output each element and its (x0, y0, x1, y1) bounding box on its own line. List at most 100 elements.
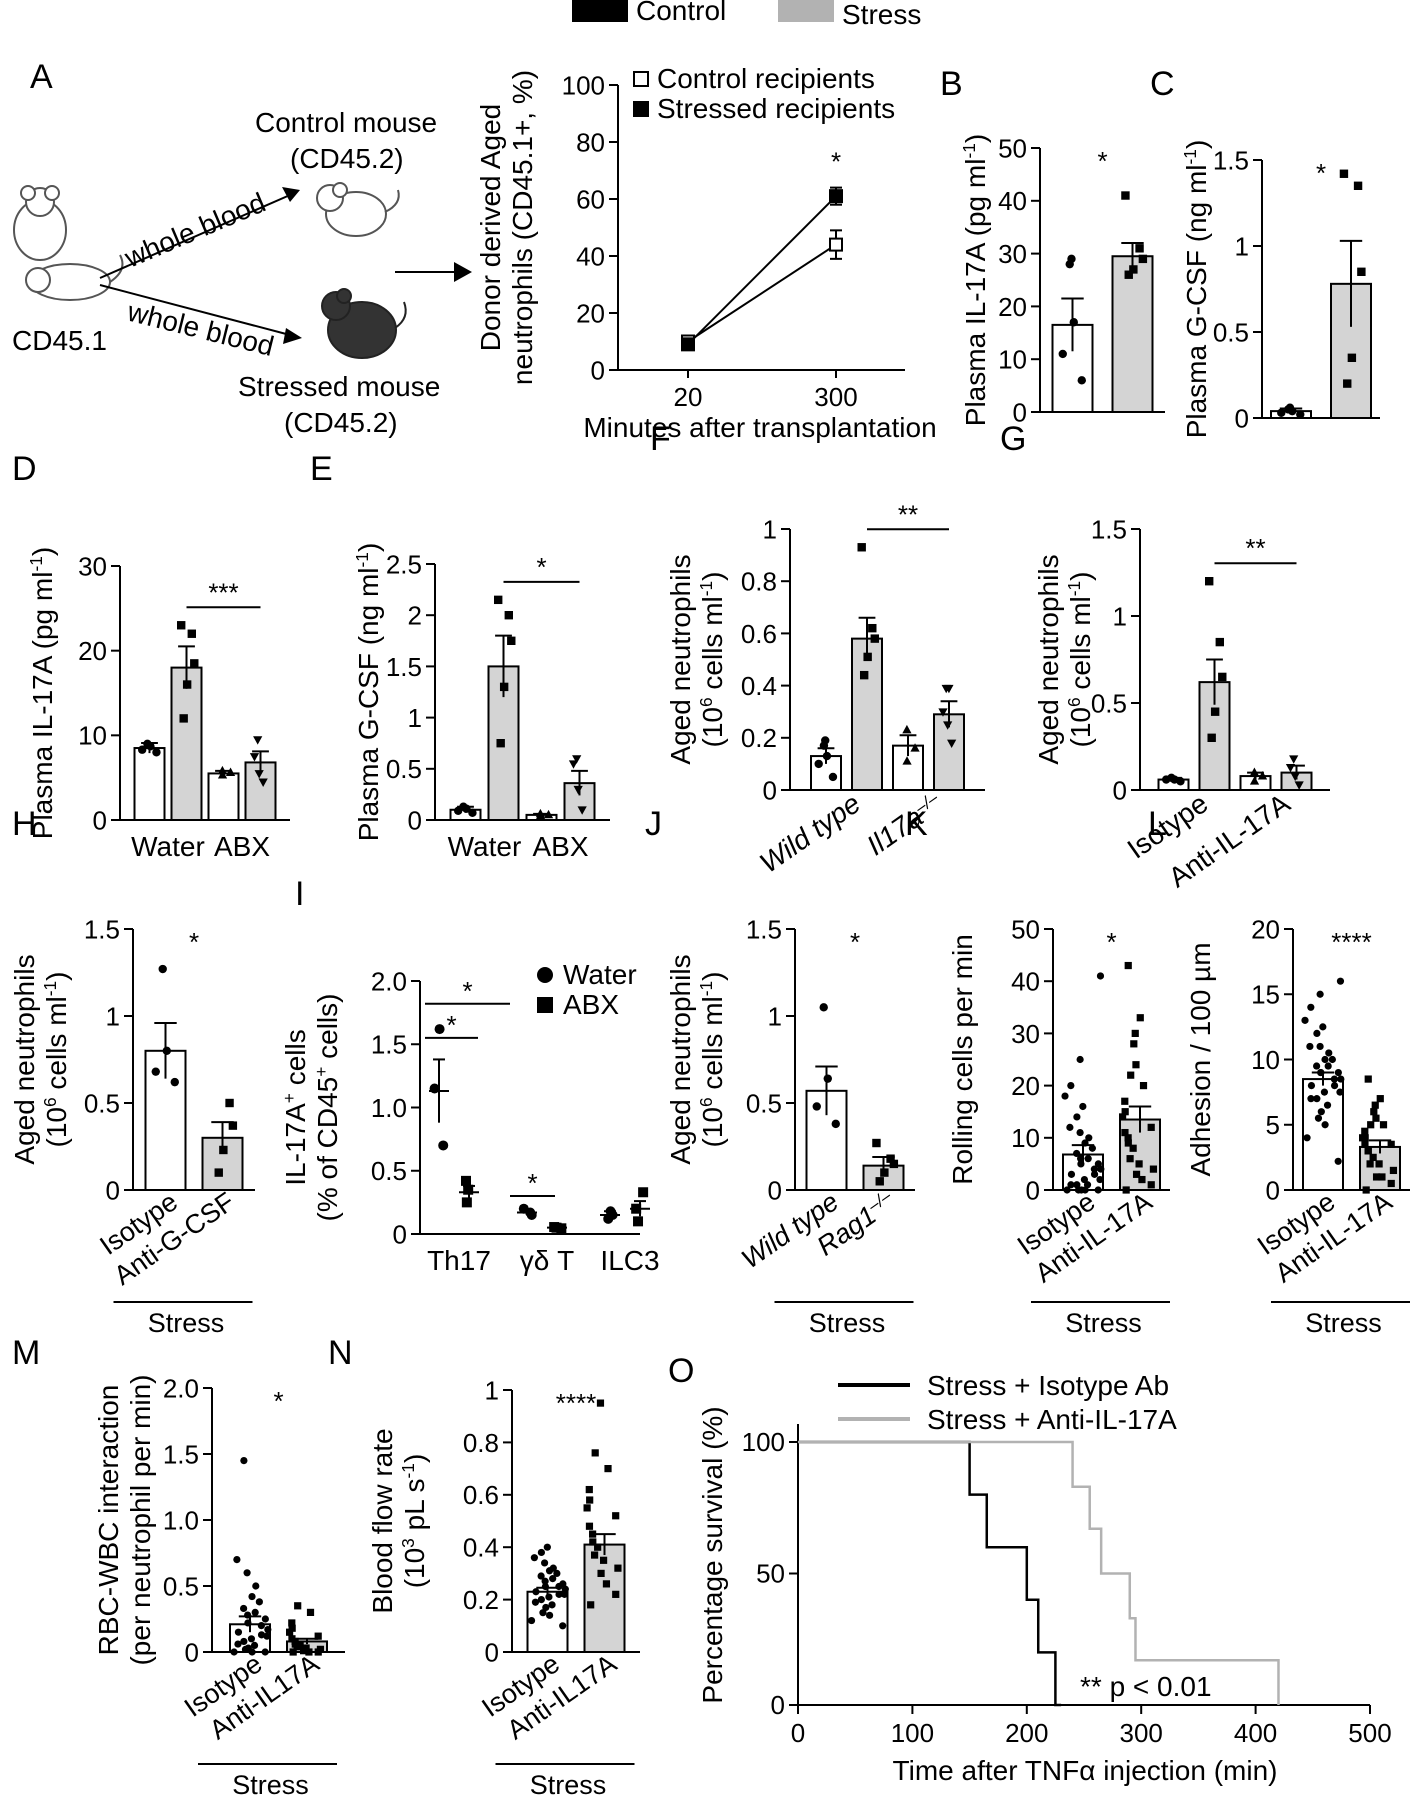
y-axis-title-part-2: ) (353, 543, 384, 552)
y-axis-title-part-1: 3 (398, 1538, 418, 1548)
y-tick-label: 30 (998, 239, 1027, 269)
data-point (217, 765, 228, 775)
data-point (872, 1138, 881, 1148)
data-point (596, 1399, 605, 1407)
data-point (537, 1572, 545, 1580)
data-point (589, 1538, 597, 1546)
data-point (1084, 1155, 1092, 1163)
chart-panel-i: IIL-17A+ cells(% of CD45+ cells)00.51.01… (279, 875, 660, 1276)
data-point (943, 721, 953, 730)
bar (133, 747, 166, 821)
data-point (559, 1580, 567, 1588)
data-point (316, 1645, 325, 1653)
y-axis-title-line-1: (106 cells ml-1) (40, 971, 72, 1147)
arrowhead-chart-icon (454, 262, 472, 282)
y-tick-label: 0.6 (741, 619, 777, 649)
data-point (594, 1543, 602, 1551)
data-point (1307, 1003, 1315, 1011)
legend-swatch-control (572, 0, 628, 22)
y-tick-label: 0 (393, 1219, 407, 1249)
data-point (244, 1611, 252, 1619)
panel-label: E (310, 450, 333, 488)
data-point (187, 629, 196, 638)
data-point (1138, 254, 1148, 264)
y-axis-title-part-0: Plasma IL-17A (pg ml (27, 572, 58, 840)
y-axis-title-part-0: Rolling cells per min (947, 934, 978, 1185)
significance-label: * (1316, 158, 1326, 188)
y-axis-title-part-0: (10 (41, 1107, 72, 1147)
y-tick-label: 0 (771, 1690, 785, 1720)
data-point (143, 739, 152, 748)
y-tick-label: 0.5 (163, 1571, 199, 1601)
x-tick-label: 500 (1348, 1718, 1391, 1748)
data-point (1320, 1088, 1329, 1096)
y-tick-label: 0 (93, 805, 107, 835)
data-point (1366, 1160, 1374, 1168)
data-point (545, 1593, 553, 1601)
data-point (190, 659, 199, 668)
data-point (631, 1203, 642, 1214)
y-axis-title-part-4: ) (697, 971, 728, 980)
data-point (261, 1648, 269, 1656)
data-point (555, 1590, 563, 1598)
data-point (233, 1556, 241, 1564)
legend-swatch-stress (778, 0, 834, 22)
y-axis-title-part-2: cells) (312, 994, 343, 1067)
data-point (434, 1024, 445, 1035)
data-point (1336, 977, 1345, 985)
survival-curve (798, 1440, 1062, 1707)
data-point (542, 1603, 550, 1612)
arrowhead-stressed-icon (283, 328, 302, 344)
data-point (1096, 972, 1105, 980)
data-point (286, 1628, 294, 1636)
y-tick-label: 1.5 (1091, 514, 1127, 544)
y-axis-title-part-0: (per neutrophil per min) (125, 1374, 156, 1665)
data-point (1119, 1113, 1127, 1121)
y-axis-title-part-3: -1 (696, 581, 716, 596)
figure-legend: Control Stress (572, 0, 921, 30)
control-mouse-icon (316, 182, 400, 237)
data-point (814, 759, 823, 769)
series-line (687, 243, 837, 343)
data-point (296, 1641, 304, 1649)
y-tick-label: 40 (576, 241, 605, 271)
data-point (1307, 1082, 1316, 1090)
significance-label: * (462, 976, 472, 1006)
bar (933, 713, 965, 791)
y-tick-label: 1.0 (371, 1093, 407, 1123)
data-point (527, 1616, 536, 1625)
data-point (828, 772, 838, 782)
data-point (591, 1449, 599, 1457)
y-axis-title-part-0: Plasma G-CSF (ng ml (353, 567, 384, 841)
data-point (1307, 1095, 1315, 1103)
y-tick-label: 0 (1113, 775, 1127, 805)
transfer-label-top: whole blood (119, 187, 270, 274)
data-point (1364, 1147, 1372, 1155)
data-point (1339, 169, 1349, 178)
data-point (1257, 771, 1268, 780)
data-point (314, 1632, 322, 1640)
panel-label: D (12, 450, 37, 488)
data-point (1334, 1068, 1342, 1077)
legend-label-stress: Stress (842, 0, 921, 30)
data-point (1080, 1175, 1089, 1184)
y-tick-label: 0.6 (463, 1480, 499, 1510)
y-axis-title-part-0: Aged neutrophils (665, 954, 696, 1164)
y-tick-label: 0.4 (741, 671, 777, 701)
data-point (1088, 1144, 1096, 1152)
data-point (302, 1644, 310, 1652)
data-point (288, 1619, 296, 1627)
data-point (1389, 1166, 1398, 1175)
data-point (1067, 1082, 1075, 1090)
y-axis-title-part-1: 6 (1064, 697, 1084, 707)
y-tick-label: 0 (1013, 397, 1027, 427)
y-tick-label: 20 (78, 636, 107, 666)
data-point (494, 595, 503, 605)
panel-label: L (1148, 805, 1167, 843)
legend-label: Control recipients (657, 63, 875, 94)
data-point (549, 1222, 560, 1233)
data-point (612, 1512, 620, 1520)
data-point (1371, 1101, 1379, 1109)
